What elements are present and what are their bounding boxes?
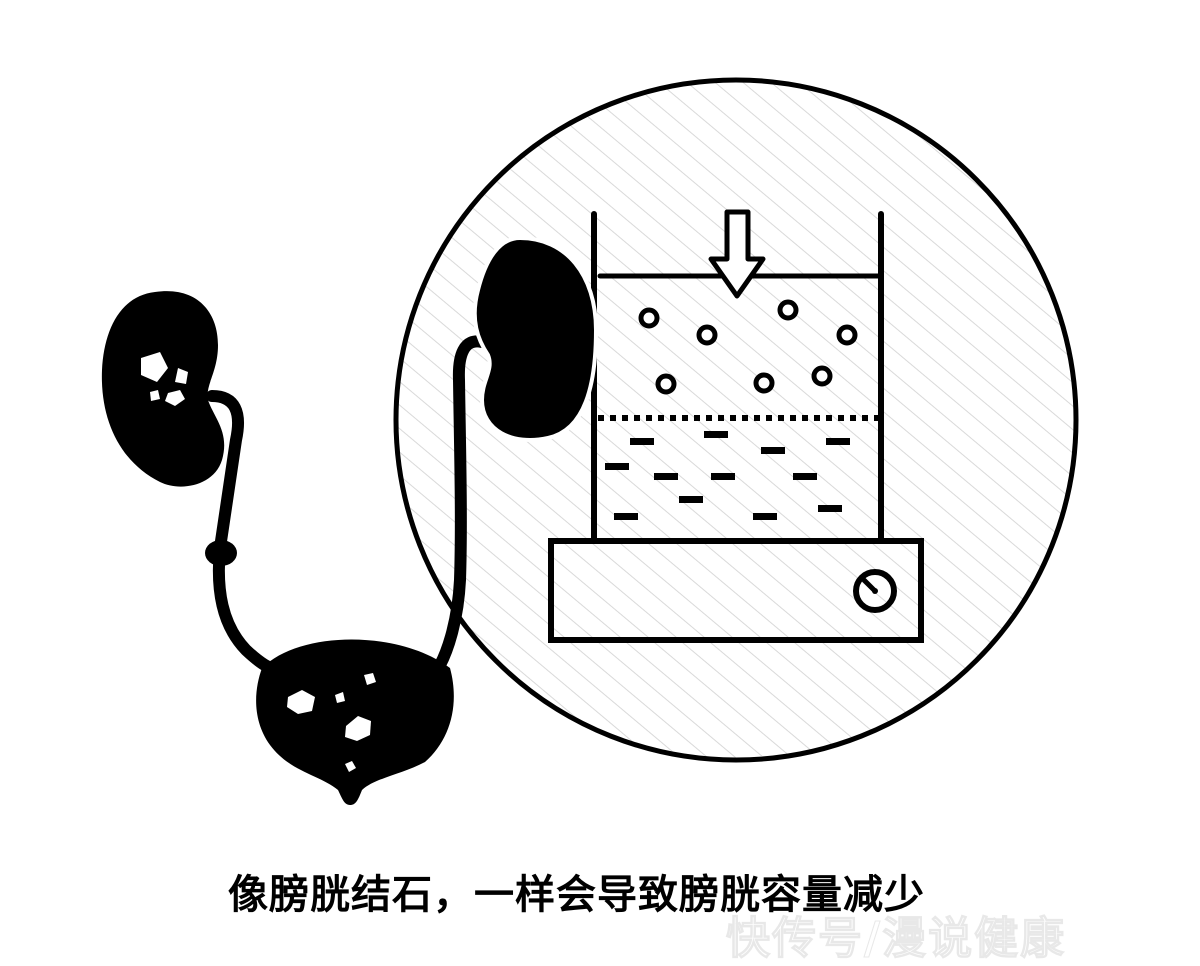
ureter-knot [205,540,237,566]
bladder-stones [287,673,376,772]
left-kidney [101,291,225,487]
right-ureter [434,335,488,671]
filter-device [548,211,924,643]
kidney-stones [141,352,188,406]
right-kidney [472,235,599,443]
gauge-icon [853,569,897,613]
small-particles [605,431,850,520]
large-particles [638,299,858,395]
caption: 像膀胱结石，一样会导致膀胱容量减少 [228,872,925,918]
bladder [256,639,454,805]
watermark: 快传号/漫说健康 [725,913,1067,965]
arrow-down-icon [708,209,766,299]
